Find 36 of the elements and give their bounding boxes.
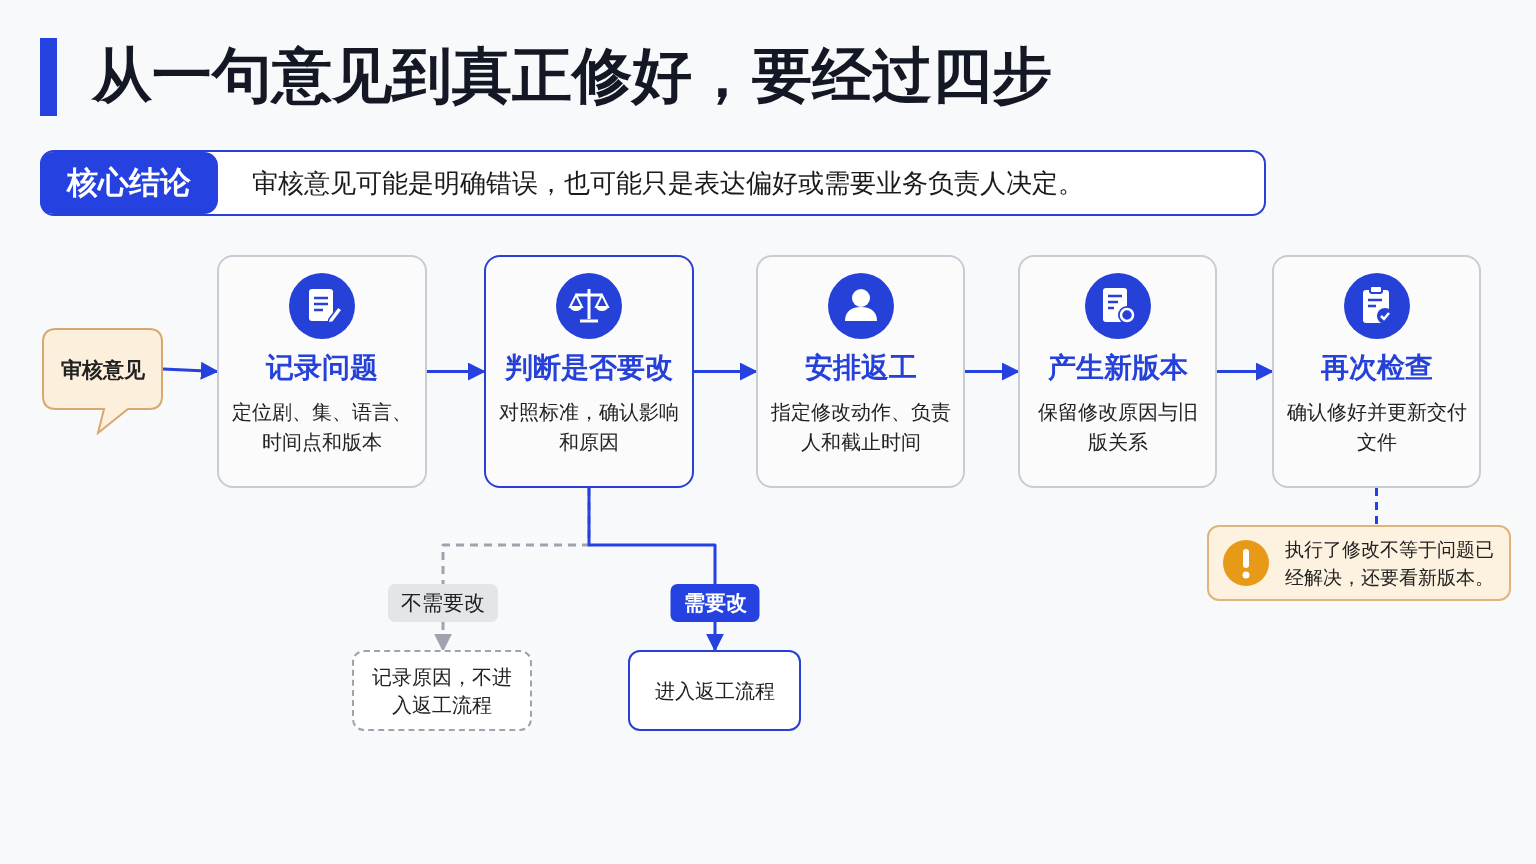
step-card [1018, 255, 1217, 488]
dashed-outcome-box [352, 650, 532, 731]
step-description: 确认修好并更新交付文件 [1285, 399, 1468, 456]
conclusion-text: 审核意见可能是明确错误，也可能只是表达偏好或需要业务负责人决定。 [252, 166, 1084, 200]
step-description: 对照标准，确认影响和原因 [498, 399, 680, 456]
conclusion-tag: 核心结论 [40, 152, 218, 214]
edge-label: 不需要改 [388, 584, 498, 622]
step-title: 判断是否要改 [505, 350, 673, 386]
arrow [694, 362, 758, 381]
step-card [756, 255, 965, 488]
title: 从一句意见到真正修好，要经过四步 [92, 39, 1052, 112]
step-card [217, 255, 427, 488]
step-title: 产生新版本 [1047, 350, 1188, 386]
arrow [965, 362, 1020, 381]
arrow [427, 362, 486, 381]
speech-bubble [42, 328, 163, 435]
bubble-text: 审核意见 [59, 357, 146, 384]
conclusion-banner [40, 150, 1266, 216]
connector-line [1375, 488, 1378, 525]
step-card [1272, 255, 1481, 488]
outcome-box [628, 650, 801, 731]
outcome-text: 进入返工流程 [653, 677, 776, 705]
arrow [162, 361, 219, 380]
step-description: 保留修改原因与旧版关系 [1036, 399, 1199, 456]
warning-note [1207, 525, 1511, 601]
step-title: 记录问题 [266, 350, 378, 386]
arrow [587, 488, 724, 652]
arrow [1217, 362, 1274, 381]
step-card [484, 255, 694, 488]
outcome-text: 记录原因，不进入返工流程 [371, 663, 513, 719]
step-description: 定位剧、集、语言、时间点和版本 [231, 399, 413, 456]
step-title: 再次检查 [1320, 350, 1433, 386]
step-title: 安排返工 [804, 350, 917, 386]
step-description: 指定修改动作、负责人和截止时间 [769, 399, 952, 456]
warning-text: 执行了修改不等于问题已经解决，还要看新版本。 [1285, 537, 1495, 590]
edge-label: 需要改 [670, 584, 760, 622]
